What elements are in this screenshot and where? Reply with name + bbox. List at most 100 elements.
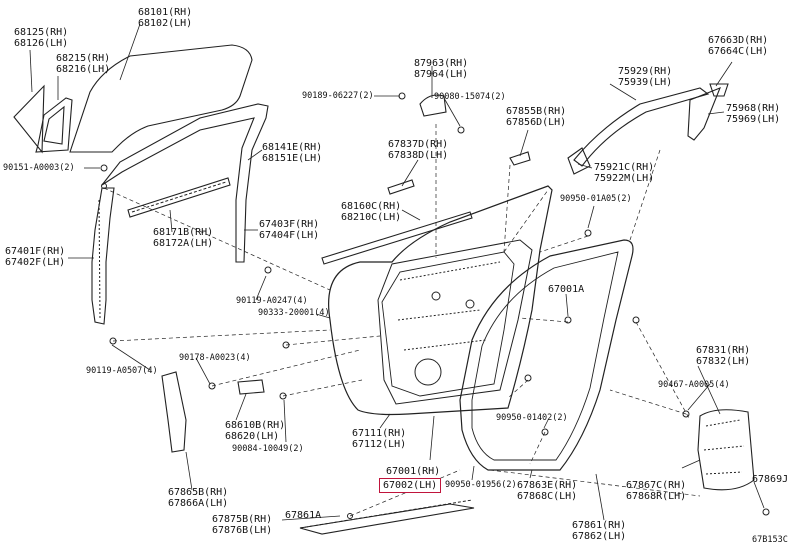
- label-67861-rh: 67861(RH): [572, 520, 627, 531]
- label-68215-rh: 68215(RH): [56, 53, 111, 64]
- label-90950-01a05: 90950-01A05(2): [560, 194, 632, 204]
- label-87963: 87963(RH)87964(LH): [414, 58, 468, 80]
- label-90084: 90084-10049(2): [232, 444, 304, 454]
- label-68610: 68610B(RH)68620(LH): [225, 420, 285, 442]
- label-90119-a0507: 90119-A0507(4): [86, 366, 158, 376]
- belt-moulding-inner: [321, 211, 473, 265]
- label-90080-text: 90080-15074(2): [434, 92, 506, 102]
- label-67861: 67861(RH)67862(LH): [572, 520, 626, 542]
- label-67868r-lh: 67868R(LH): [626, 491, 687, 502]
- label-67832-lh: 67832(LH): [696, 356, 751, 367]
- label-67856-lh: 67856D(LH): [506, 117, 567, 128]
- label-90178-text: 90178-A0023(4): [179, 353, 251, 363]
- label-67865-rh: 67865B(RH): [168, 487, 229, 498]
- label-75921-rh: 75921C(RH): [594, 162, 655, 173]
- label-67866-lh: 67866A(LH): [168, 498, 229, 509]
- label-67863-rh: 67863E(RH): [517, 480, 578, 491]
- label-67401: 67401F(RH)67402F(LH): [5, 246, 65, 268]
- diagram-code: 67B153C: [752, 535, 788, 545]
- label-67838-lh: 67838D(LH): [388, 150, 449, 161]
- label-90950-01402: 90950-01402(2): [496, 413, 568, 423]
- label-67111-rh: 67111(RH): [352, 428, 407, 439]
- label-87963-rh: 87963(RH): [414, 58, 469, 69]
- label-90119-a0247-text: 90119-A0247(4): [236, 296, 308, 306]
- label-67663-rh: 67663D(RH): [708, 35, 769, 46]
- label-75968-rh: 75968(RH): [726, 103, 781, 114]
- label-90189-text: 90189-06227(2): [302, 91, 374, 101]
- label-67875-rh: 67875B(RH): [212, 514, 273, 525]
- label-90467-text: 90467-A0005(4): [658, 380, 730, 390]
- label-68172-lh: 68172A(LH): [153, 238, 214, 249]
- label-68141-rh: 68141E(RH): [262, 142, 323, 153]
- label-67868-lh: 67868C(LH): [517, 491, 578, 502]
- label-68171-rh: 68171B(RH): [153, 227, 214, 238]
- label-75929: 75929(RH)75939(LH): [618, 66, 672, 88]
- label-67869-text: 67869J: [752, 474, 789, 485]
- label-67403-rh: 67403F(RH): [259, 219, 320, 230]
- label-75969-lh: 75969(LH): [726, 114, 781, 125]
- label-90084-text: 90084-10049(2): [232, 444, 304, 454]
- label-90189: 90189-06227(2): [302, 91, 374, 101]
- label-90950-01402-text: 90950-01402(2): [496, 413, 568, 423]
- label-68216-lh: 68216(LH): [56, 64, 111, 75]
- label-67002-lh-highlighted[interactable]: 67002(LH): [379, 478, 442, 493]
- label-75939-lh: 75939(LH): [618, 77, 673, 88]
- belt-moulding-outer: [127, 177, 231, 218]
- label-67001a-text: 67001A: [548, 284, 585, 295]
- label-68125-rh: 68125(RH): [14, 27, 69, 38]
- door-frame-moulding: [567, 147, 591, 175]
- label-68151-lh: 68151E(LH): [262, 153, 323, 164]
- roof-moulding: [573, 87, 710, 167]
- label-90178: 90178-A0023(4): [179, 353, 251, 363]
- sill-plate: [299, 503, 475, 535]
- label-90119-a0507-text: 90119-A0507(4): [86, 366, 158, 376]
- label-68610-rh: 68610B(RH): [225, 420, 286, 431]
- label-67001-rh-text: 67001(RH): [386, 466, 441, 477]
- label-90333-text: 90333-20001(4): [258, 308, 330, 318]
- label-67663: 67663D(RH)67664C(LH): [708, 35, 768, 57]
- label-90333: 90333-20001(4): [258, 308, 330, 318]
- door-trim-panel: [697, 409, 755, 491]
- label-67867: 67867C(RH)67868R(LH): [626, 480, 686, 502]
- label-67869: 67869J: [752, 474, 788, 485]
- label-75968: 75968(RH)75969(LH): [726, 103, 780, 125]
- label-90950-01956: 90950-01956(2): [445, 480, 517, 490]
- quarter-glass-seal: [35, 97, 73, 153]
- label-67861a: 67861A: [285, 510, 321, 521]
- label-68160: 68160C(RH)68210C(LH): [341, 201, 401, 223]
- label-67001-rh: 67001(RH): [386, 466, 440, 477]
- label-68620-lh: 68620(LH): [225, 431, 280, 442]
- label-67403: 67403F(RH)67404F(LH): [259, 219, 319, 241]
- label-90119-a0247: 90119-A0247(4): [236, 296, 308, 306]
- label-68125: 68125(RH)68126(LH): [14, 27, 68, 49]
- label-67862-lh: 67862(LH): [572, 531, 627, 542]
- regulator-panel: [381, 251, 515, 397]
- label-67002-lh-text: 67002(LH): [383, 480, 438, 491]
- lower-moulding: [161, 371, 187, 453]
- label-67664-lh: 67664C(LH): [708, 46, 769, 57]
- label-67402-lh: 67402F(LH): [5, 257, 66, 268]
- label-67837-rh: 67837D(RH): [388, 139, 449, 150]
- run-channel: [91, 187, 115, 325]
- diagram-code-text: 67B153C: [752, 535, 788, 545]
- label-87964-lh: 87964(LH): [414, 69, 469, 80]
- label-68101: 68101(RH)68102(LH): [138, 7, 192, 29]
- label-90080: 90080-15074(2): [434, 92, 506, 102]
- label-90151: 90151-A0003(2): [3, 163, 75, 173]
- hinge: [237, 379, 265, 395]
- opening-weatherstrip: [459, 239, 634, 471]
- label-67831-rh: 67831(RH): [696, 345, 751, 356]
- label-68126-lh: 68126(LH): [14, 38, 69, 49]
- label-67111: 67111(RH)67112(LH): [352, 428, 406, 450]
- label-67831: 67831(RH)67832(LH): [696, 345, 750, 367]
- label-75921: 75921C(RH)75922M(LH): [594, 162, 654, 184]
- label-67876-lh: 67876B(LH): [212, 525, 273, 536]
- label-68210-lh: 68210C(LH): [341, 212, 402, 223]
- label-67112-lh: 67112(LH): [352, 439, 407, 450]
- label-75929-rh: 75929(RH): [618, 66, 673, 77]
- label-67855: 67855B(RH)67856D(LH): [506, 106, 566, 128]
- label-67875: 67875B(RH)67876B(LH): [212, 514, 272, 536]
- label-67001a: 67001A: [548, 284, 584, 295]
